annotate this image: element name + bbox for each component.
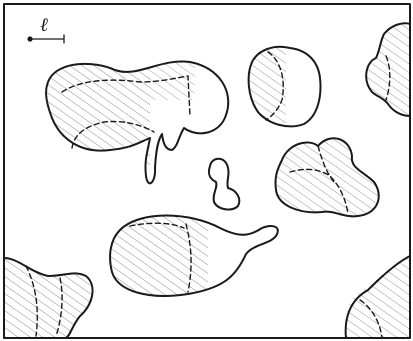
scale-bar-label: ℓ [40, 14, 48, 36]
grain-g-hatching [344, 256, 410, 340]
grain-h-hatching [362, 20, 410, 120]
scale-bar: ℓ [27, 14, 64, 43]
grain-d [108, 210, 278, 302]
grain-h [362, 20, 410, 120]
grain-a [40, 55, 228, 183]
grain-b-hatching [246, 46, 286, 126]
grain-f-hatching [4, 256, 94, 340]
grain-g [344, 256, 410, 340]
grain-f [4, 256, 94, 340]
scale-bar-dot [27, 36, 32, 41]
grain-c [209, 159, 239, 210]
grain-b [246, 46, 320, 126]
grain-e [274, 136, 384, 218]
grain-c-outline [209, 159, 239, 210]
